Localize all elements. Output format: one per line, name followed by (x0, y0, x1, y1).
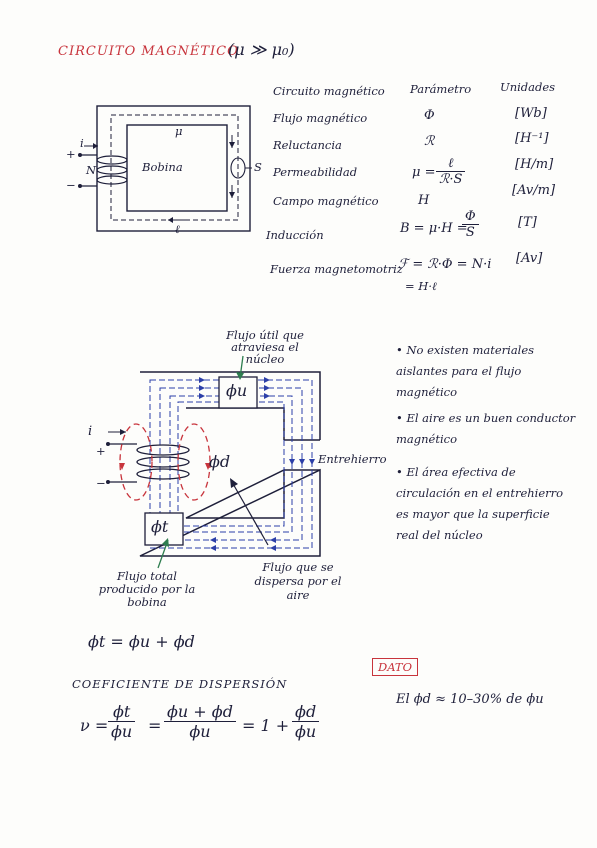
phi-u-symbol: ϕu (226, 381, 248, 400)
fig1-plus: + (66, 147, 76, 161)
row-unit: [Av/m] (512, 183, 556, 198)
coef-v: ν = (80, 716, 109, 735)
fig2-plus: + (96, 444, 106, 458)
bullet-1: • No existen materiales aislantes para e… (396, 340, 576, 403)
fig1-i-label: i (80, 136, 84, 150)
page-title: CIRCUITO MAGNÉTICO (58, 44, 239, 59)
bullet-3: • El área efectiva de circulación en el … (396, 462, 576, 546)
coil (80, 154, 128, 187)
flux-sum-equation: ϕt = ϕu + ϕd (88, 632, 195, 651)
flux-path (110, 114, 239, 221)
dato-text: El ϕd ≈ 10–30% de ϕu (396, 692, 544, 707)
bullet-text: El aire es un buen conductor magnético (396, 411, 576, 446)
row-param-induction: B = μ·H = (400, 221, 468, 236)
flujo-total-label: Flujo total producido por la bobina (98, 569, 196, 609)
fig1-mu-label: μ (175, 124, 183, 138)
fig1-bobina-label: Bobina (142, 160, 183, 174)
table-header-param: Parámetro (410, 82, 472, 96)
bullet-dot: • (396, 411, 407, 425)
bullet-dot: • (396, 343, 407, 357)
row-name: Inducción (266, 228, 324, 242)
fig2-minus: − (96, 476, 106, 490)
row-name: Campo magnético (273, 194, 379, 208)
bullet-text: No existen materiales aislantes para el … (396, 343, 535, 399)
row-param: ℛ (424, 134, 435, 149)
coef-title: COEFICIENTE DE DISPERSIÓN (72, 677, 288, 691)
coef-eq2: = 1 + (242, 716, 290, 735)
row-unit: [T] (518, 215, 537, 230)
bullet-text: El área efectiva de circulación en el en… (396, 465, 564, 542)
phi-t-symbol: ϕt (151, 517, 169, 536)
flujo-dispersa-label: Flujo que se dispersa por el aire (254, 560, 342, 602)
row-unit: [H/m] (515, 157, 554, 172)
row-param-permeability: μ = (412, 165, 436, 180)
table-header-unit: Unidades (500, 80, 556, 94)
title-condition: (μ ≫ μ₀) (228, 40, 295, 59)
bullet-2: • El aire es un buen conductor magnético (396, 408, 576, 450)
fig1-n-label: N (86, 163, 97, 177)
phi-d-symbol: ϕd (209, 452, 231, 471)
row-name: Fuerza magnetomotriz (270, 262, 403, 276)
row-param: H (418, 193, 430, 208)
fig1-l-label: ℓ (175, 222, 180, 236)
row-name: Flujo magnético (273, 111, 368, 125)
entrehierro-label: Entrehierro (318, 452, 387, 466)
core-inner (126, 124, 228, 212)
row-unit: [Av] (516, 251, 543, 266)
row-param: Φ (424, 108, 435, 123)
row-name: Reluctancia (273, 138, 342, 152)
fig2-i-label: i (88, 424, 93, 439)
row-param: ℱ = ℛ·Φ = N·i (398, 257, 492, 272)
coef-eq: = (148, 716, 162, 735)
flujo-util-label: Flujo útil que atraviesa el núcleo (226, 328, 304, 366)
dato-badge: DATO (372, 658, 418, 676)
fig1-minus: − (66, 178, 76, 192)
table-header-name: Circuito magnético (273, 84, 385, 98)
row-name: Permeabilidad (273, 165, 358, 179)
bullet-dot: • (396, 465, 407, 479)
row-unit: [H⁻¹] (515, 131, 549, 146)
fmm-extra: = H·ℓ (405, 279, 437, 293)
fig1-s-label: S (254, 160, 262, 174)
row-unit: [Wb] (515, 106, 547, 121)
